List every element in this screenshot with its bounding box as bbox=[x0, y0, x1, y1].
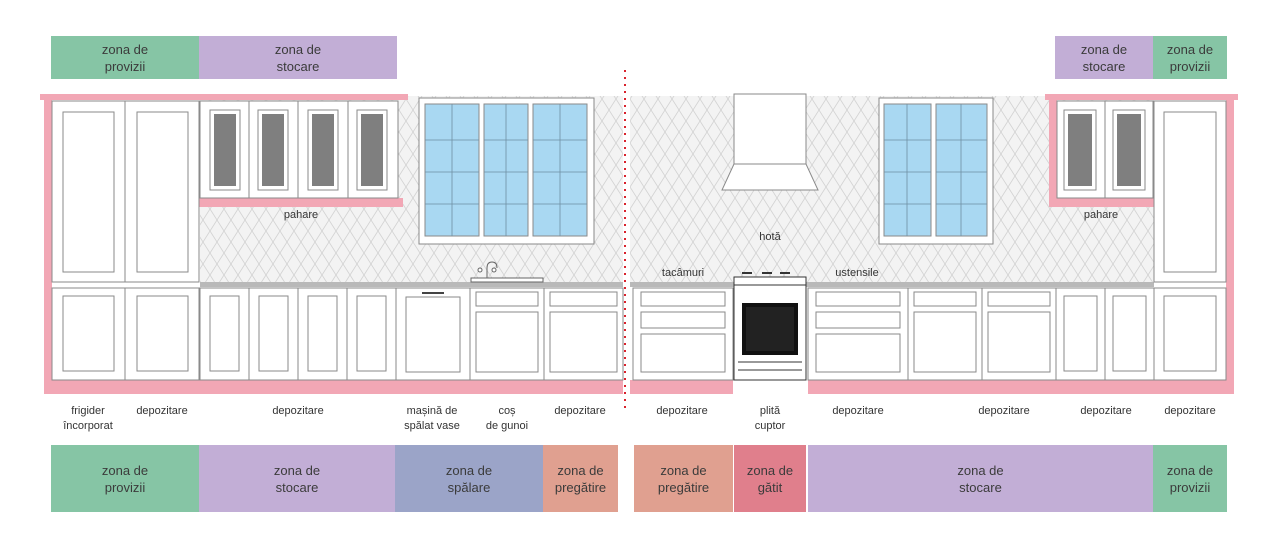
range-hood-icon bbox=[721, 93, 819, 191]
zone-line1: zona de bbox=[746, 462, 794, 478]
fridge-unit bbox=[51, 100, 126, 381]
label-line: mașină de bbox=[406, 405, 458, 417]
drawer-unit-ustensile bbox=[807, 287, 909, 381]
upper-cabinets-right bbox=[1056, 100, 1154, 199]
frame-left bbox=[40, 94, 623, 394]
zone-line2: provizii bbox=[104, 58, 146, 74]
zone-line1: zona de bbox=[101, 41, 149, 57]
label-line: frigider bbox=[71, 405, 105, 417]
prep-cabinet-left bbox=[543, 287, 624, 381]
zone-line2: stocare bbox=[1082, 58, 1126, 74]
drawer-unit-tacamuri bbox=[632, 287, 734, 381]
zone-line2: provizii bbox=[1169, 479, 1211, 495]
zone-line2: stocare bbox=[276, 58, 320, 74]
zone-line2: provizii bbox=[1169, 58, 1211, 74]
zone-line1: zona de bbox=[660, 462, 707, 478]
dishwasher-icon bbox=[395, 287, 471, 381]
window-right bbox=[878, 97, 994, 245]
label-pahare-right: pahare bbox=[1083, 209, 1119, 221]
zone-line1: zona de bbox=[957, 462, 1004, 478]
label-pahare-left: pahare bbox=[283, 209, 319, 221]
label-depozitare-8: depozitare bbox=[1152, 404, 1228, 419]
zone-line2: pregătire bbox=[657, 479, 710, 495]
label-line: spălat vase bbox=[404, 420, 460, 432]
label-masina: mașină de spălat vase bbox=[392, 404, 472, 434]
label-depozitare-6: depozitare bbox=[966, 404, 1042, 419]
tall-pantry-right bbox=[1153, 100, 1227, 381]
zone-line2: gătit bbox=[757, 479, 783, 495]
label-depozitare-7: depozitare bbox=[1068, 404, 1144, 419]
upper-cabinets-left bbox=[199, 100, 399, 199]
countertop-left bbox=[200, 282, 623, 287]
label-line: depozitare bbox=[1080, 405, 1132, 417]
window-left bbox=[418, 97, 595, 245]
zone-line2: pregătire bbox=[554, 479, 607, 495]
label-ustensile: ustensile bbox=[835, 267, 879, 279]
label-line: depozitare bbox=[832, 405, 884, 417]
tall-pantry-left bbox=[124, 100, 200, 381]
base-cabinets-right bbox=[907, 287, 1155, 381]
zone-line1: zona de bbox=[274, 41, 322, 57]
trash-cabinet-icon bbox=[469, 287, 545, 381]
zone-line2: stocare bbox=[959, 479, 1002, 495]
label-line: depozitare bbox=[656, 405, 708, 417]
label-depozitare-2: depozitare bbox=[258, 404, 338, 419]
label-plita: plită cuptor bbox=[736, 404, 804, 434]
countertop-right bbox=[630, 282, 1154, 287]
zone-line1: zona de bbox=[1166, 41, 1214, 57]
zone-line1: zona de bbox=[273, 462, 321, 478]
label-depozitare-1: depozitare bbox=[124, 404, 200, 419]
label-line: depozitare bbox=[554, 405, 606, 417]
zone-line1: zona de bbox=[1080, 41, 1128, 57]
label-line: de gunoi bbox=[485, 420, 529, 432]
label-line: cuptor bbox=[754, 420, 786, 432]
zone-line2: spălare bbox=[447, 479, 491, 495]
label-line: depozitare bbox=[1164, 405, 1216, 417]
base-cabinets-left bbox=[199, 287, 397, 381]
label-depozitare-3: depozitare bbox=[542, 404, 618, 419]
frame-right bbox=[630, 94, 1238, 394]
zone-line2: stocare bbox=[275, 479, 319, 495]
zone-line1: zona de bbox=[445, 462, 493, 478]
zone-line2: provizii bbox=[104, 479, 146, 495]
label-line: plită bbox=[759, 405, 781, 417]
label-frigider: frigider încorporat bbox=[44, 404, 132, 434]
zone-line1: zona de bbox=[1166, 462, 1214, 478]
zone-line1: zona de bbox=[101, 462, 149, 478]
label-depozitare-5: depozitare bbox=[820, 404, 896, 419]
label-tacamuri: tacâmuri bbox=[661, 267, 705, 279]
label-line: depozitare bbox=[136, 405, 188, 417]
zone-line1: zona de bbox=[557, 462, 604, 478]
label-hota: hotă bbox=[759, 231, 781, 243]
label-line: încorporat bbox=[63, 420, 113, 432]
label-depozitare-4: depozitare bbox=[644, 404, 720, 419]
stove-oven-icon bbox=[733, 272, 807, 381]
faucet-icon bbox=[470, 261, 544, 283]
label-line: depozitare bbox=[978, 405, 1030, 417]
label-cos: coș de gunoi bbox=[472, 404, 542, 434]
label-line: coș bbox=[498, 405, 516, 417]
label-line: depozitare bbox=[272, 405, 324, 417]
